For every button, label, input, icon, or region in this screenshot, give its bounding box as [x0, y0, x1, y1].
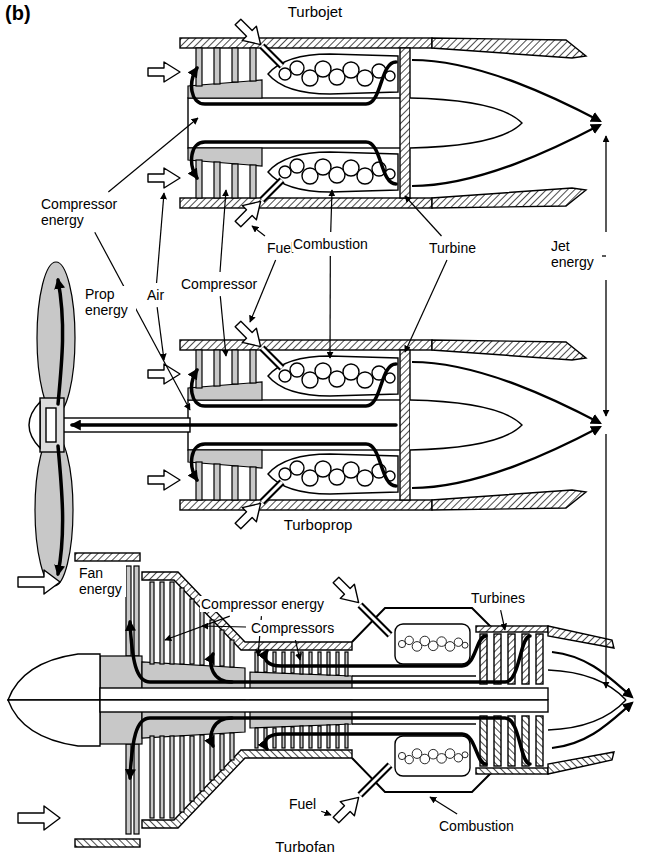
engine-title: Turbofan [274, 838, 335, 855]
turboprop-drawing [29, 262, 600, 586]
turbojet-drawing [148, 15, 600, 231]
leader-line [202, 625, 246, 627]
part-label: Compressor energy [40, 196, 128, 228]
leader-line [430, 797, 457, 814]
leader-line [329, 256, 331, 358]
leader-line [321, 811, 331, 815]
turboprop-drawing [58, 446, 63, 574]
part-label: Combustion [292, 236, 369, 252]
turbofan-drawing [8, 700, 632, 847]
engine-title: Turbojet [287, 3, 343, 20]
turboprop-drawing [37, 262, 75, 414]
leader-line [157, 307, 164, 360]
engine-title: Turboprop [283, 516, 354, 533]
panel-letter: (b) [4, 2, 32, 25]
turboprop-drawing [72, 423, 396, 427]
part-label: Fuel [266, 240, 295, 256]
turboprop-drawing [40, 398, 64, 452]
leader-line [501, 610, 505, 630]
jet-energy-leader [605, 280, 606, 416]
leader-line [108, 118, 198, 192]
part-label: Compressor energy [200, 596, 325, 612]
leader-line [405, 260, 447, 352]
leader-line [95, 232, 190, 410]
turboprop-drawing [29, 402, 40, 448]
part-label: Compressors [250, 620, 335, 636]
leader-line [295, 640, 300, 660]
leader-line [165, 616, 230, 640]
leader-line [252, 226, 265, 236]
part-label: Compressor [180, 276, 258, 292]
leader-line [220, 190, 226, 272]
turboprop-drawing [58, 280, 63, 404]
turboprop-drawing [46, 408, 56, 442]
part-label: Jet energy [550, 238, 602, 270]
turbofan-drawing [8, 553, 632, 700]
part-label: Fan energy [78, 565, 126, 597]
part-label: Combustion [438, 818, 515, 834]
leader-line [405, 196, 441, 236]
turboprop-drawing [35, 434, 73, 586]
turbofan-drawing [8, 553, 632, 847]
jet-energy-leader [605, 136, 606, 232]
jet-energy-leader [605, 434, 606, 688]
leader-line [331, 190, 332, 232]
part-label: Air [146, 287, 165, 303]
leader-line [220, 296, 226, 356]
part-label: Fuel [288, 796, 317, 812]
part-label: Turbines [470, 590, 526, 606]
part-label: Turbine [428, 240, 477, 256]
jet-energy-leader [599, 136, 606, 688]
part-label: Prop energy [84, 286, 136, 318]
leader-line [157, 193, 164, 283]
